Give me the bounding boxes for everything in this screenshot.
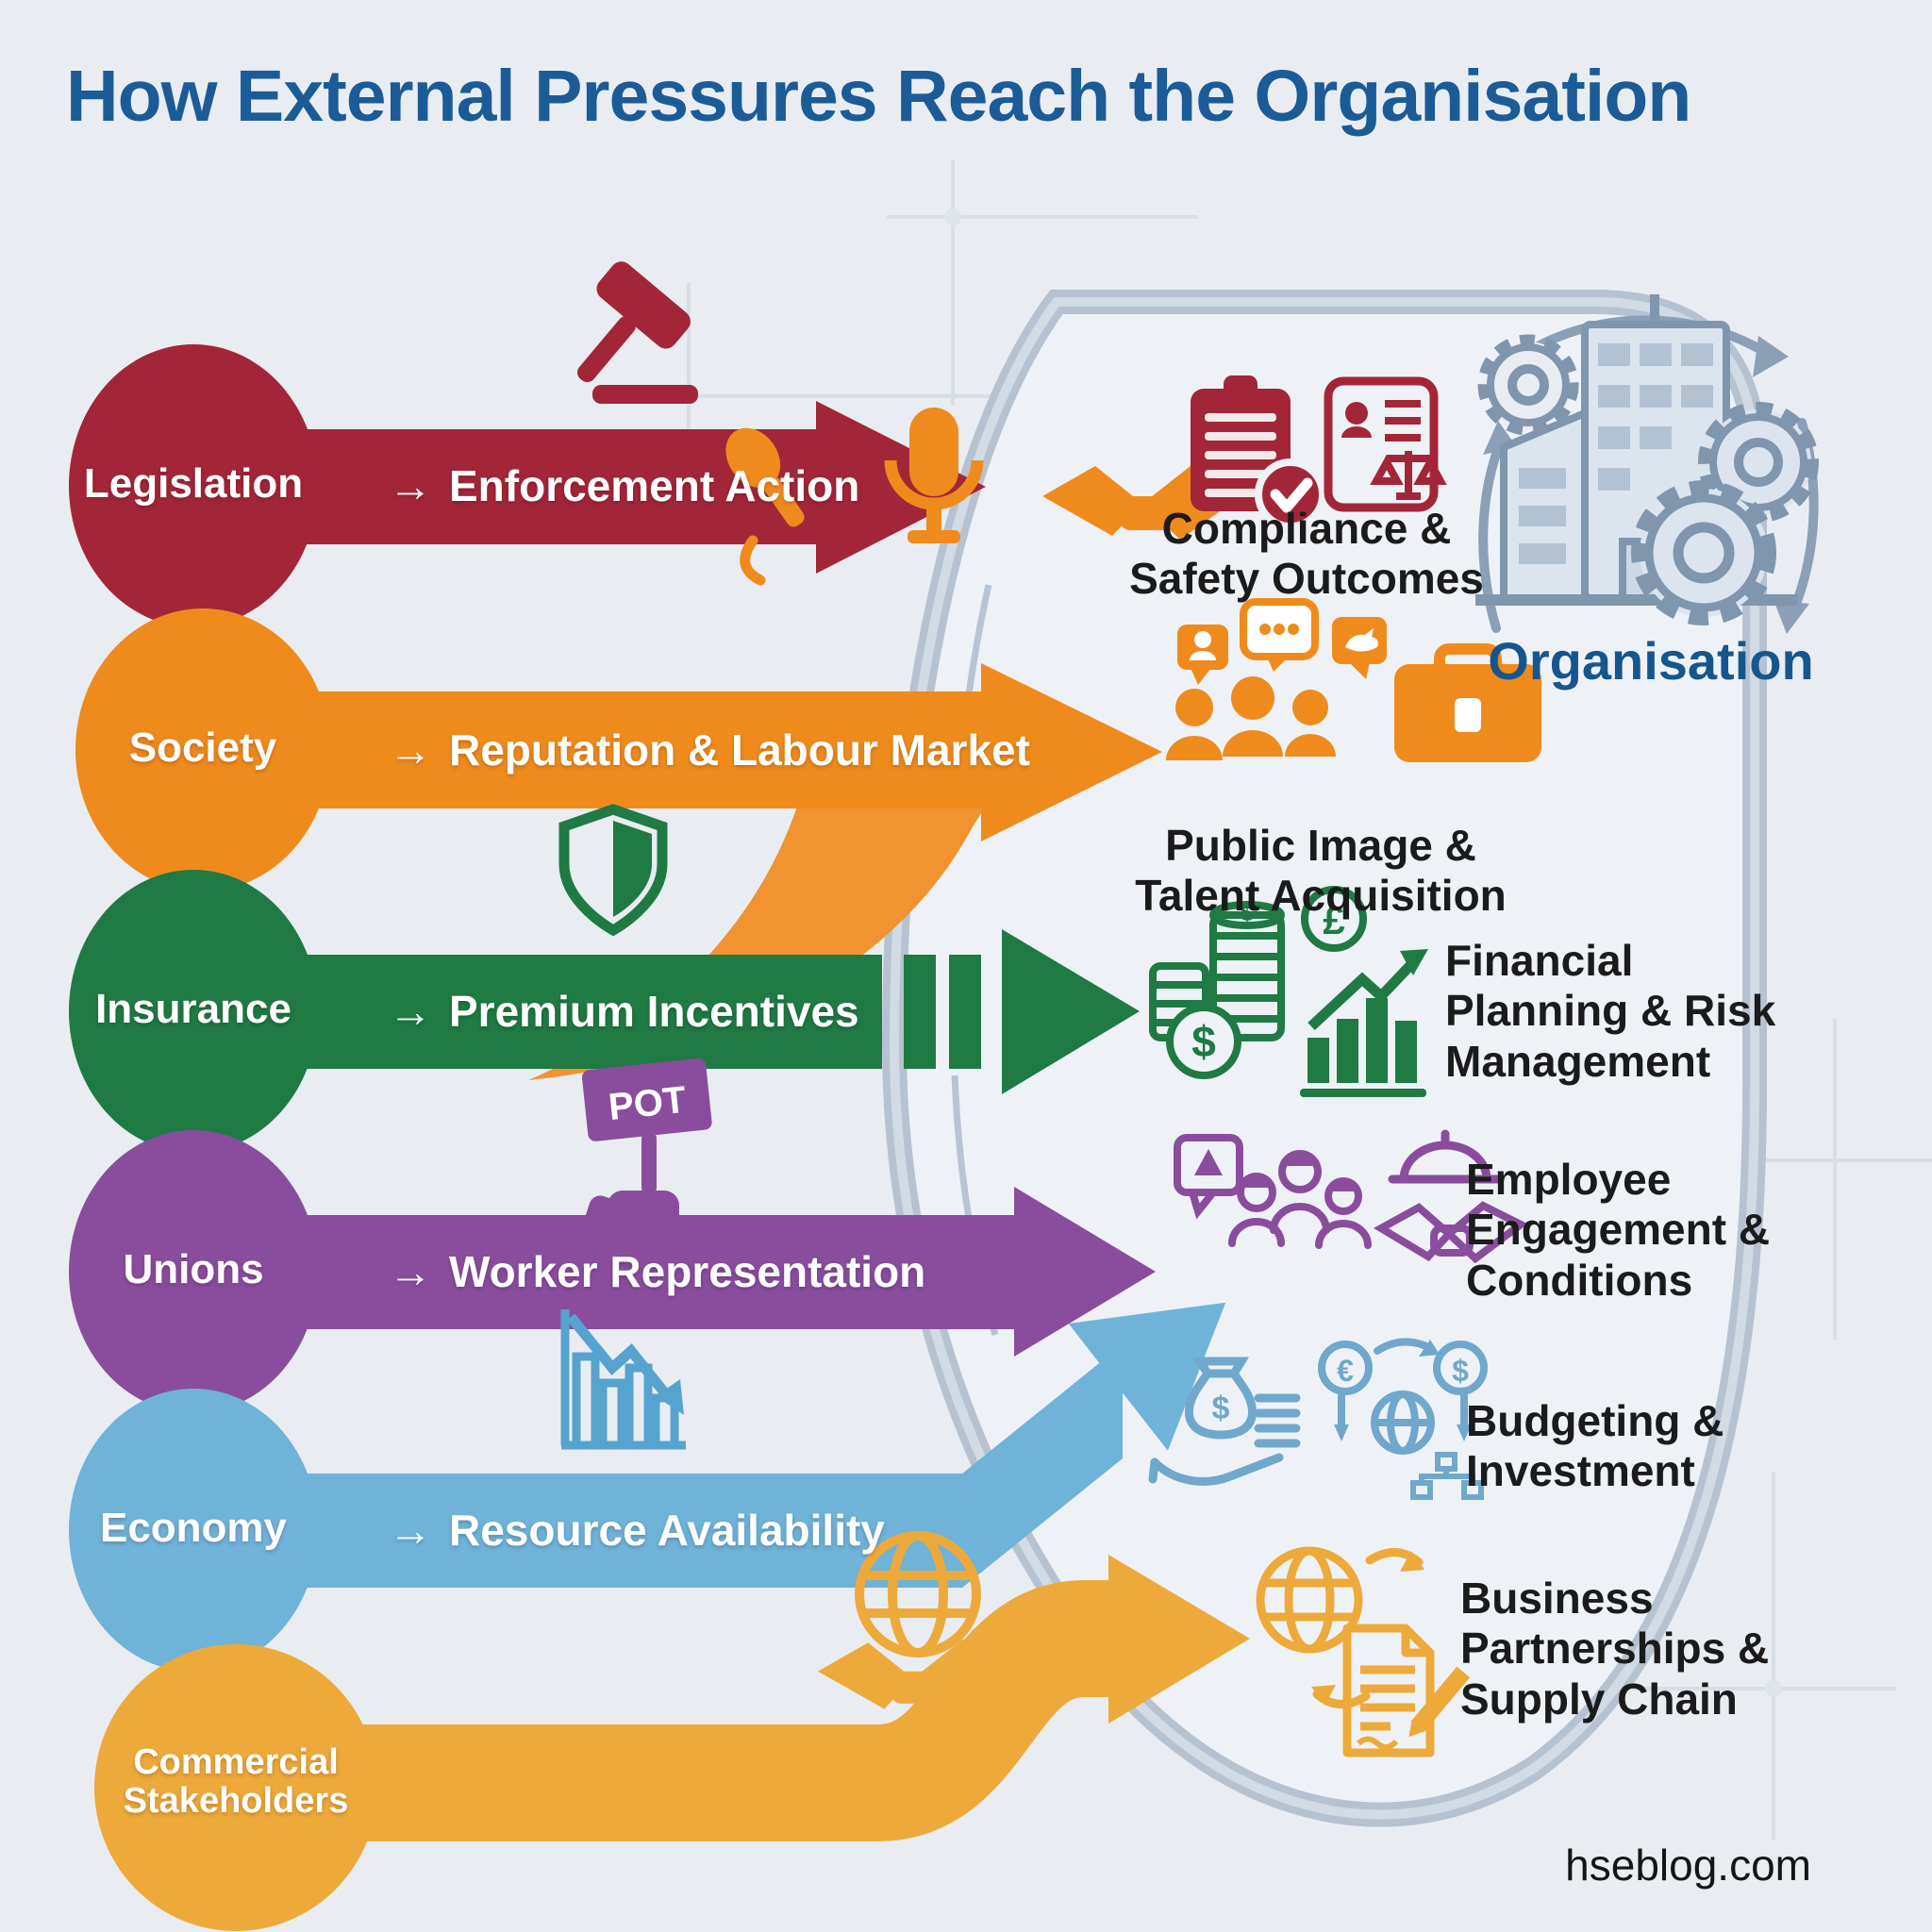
right-arrow-icon: → [389,987,432,1036]
outcome-partnerships: Business Partnerships & Supply Chain [1460,1574,1770,1724]
declining-chart-icon [560,1309,686,1450]
source-circle-society: Society [128,724,277,771]
outcome-financial: Financial Planning & Risk Management [1445,936,1776,1086]
outcome-budgeting: Budgeting & Investment [1466,1396,1724,1496]
shield-icon [558,804,668,937]
protest-sign-icon: POT [581,1058,712,1240]
gavel-icon [577,261,698,404]
outcome-compliance: Compliance & Safety Outcomes [1129,504,1484,604]
mechanism-unions: →Worker Representation [389,1247,926,1296]
hardhat-handshake-icon [1373,1129,1528,1264]
source-circle-legislation: Legislation [83,460,304,507]
bag-dollar-glyph: $ [1212,1391,1230,1426]
right-arrow-icon: → [389,1247,432,1296]
growth-chart-icon: £ [1300,886,1428,1097]
mechanism-insurance: →Premium Incentives [389,987,859,1036]
euro-glyph: € [1337,1354,1354,1388]
right-arrow-icon: → [389,461,432,510]
money-hand-icon: $ [1148,1357,1301,1486]
coins-icon: $ $ [1149,898,1285,1079]
building-gears-icon [1475,294,1819,634]
organisation-label: Organisation [1488,631,1814,691]
currency-exchange-icon: € $ [1318,1338,1488,1500]
arrow-society [75,608,1162,1080]
source-circle-unions: Unions [123,1246,264,1292]
source-circle-insurance: Insurance [95,986,291,1032]
workers-icon [1174,1134,1372,1249]
arrow-commercial [94,1555,1250,1931]
clipboard-check-icon [1191,375,1326,530]
mechanism-society: →Reputation & Labour Market [389,725,1030,774]
gear-icon [1477,334,1819,625]
page-title: How External Pressures Reach the Organis… [66,56,1691,137]
stack-dollar-glyph: $ [1241,898,1255,926]
contract-icon [1342,1624,1471,1757]
pound-glyph: £ [1323,898,1344,942]
source-circle-commercial: Commercial Stakeholders [123,1742,349,1822]
arrow-insurance [69,870,1140,1153]
globe-sync-icon [1256,1546,1424,1708]
briefcase-icon [1394,643,1541,762]
right-arrow-icon: → [389,725,432,774]
mechanism-economy: →Resource Availability [389,1506,885,1555]
exchange-dollar-glyph: $ [1452,1354,1469,1388]
protest-sign-text: POT [607,1079,688,1128]
outcome-employee: Employee Engagement & Conditions [1466,1155,1771,1305]
right-arrow-icon: → [389,1506,432,1555]
arrow-economy [69,1302,1226,1672]
social-crowd-icon [1166,598,1387,760]
scroll-scales-icon [1324,376,1447,512]
arrow-unions [69,1130,1156,1413]
mechanism-legislation: →Enforcement Action [389,461,860,510]
watermark: hseblog.com [1565,1840,1811,1890]
source-circle-economy: Economy [99,1505,288,1551]
globe-handshake-icon [818,1531,1017,1713]
coin-dollar-glyph: $ [1191,1017,1216,1066]
outcome-public-image: Public Image & Talent Acquisition [1135,821,1507,921]
